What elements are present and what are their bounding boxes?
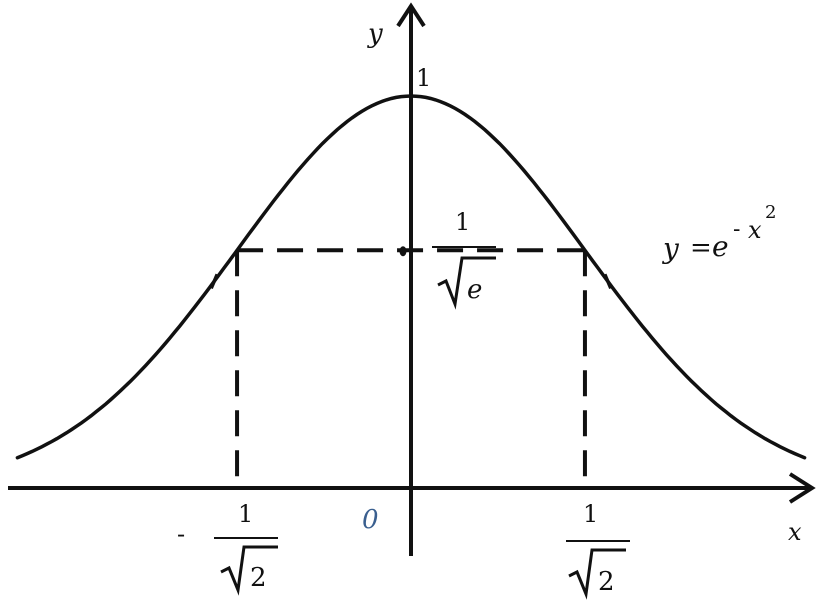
x-axis-label: x bbox=[788, 518, 802, 546]
y-axis-arrowhead bbox=[396, 2, 426, 28]
mid-value-radical bbox=[437, 256, 496, 310]
eq-minus: - bbox=[733, 217, 740, 242]
pos-x-tick-radical bbox=[568, 548, 626, 600]
eq-x: x bbox=[748, 216, 762, 244]
x-axis-arrowhead bbox=[788, 472, 816, 504]
mid-value-label: 1 e bbox=[432, 208, 496, 310]
mid-value-numerator: 1 bbox=[455, 208, 470, 236]
neg-x-tick-minus: - bbox=[177, 520, 185, 548]
inflection-tick-right bbox=[603, 273, 613, 289]
y-axis-label: y bbox=[367, 19, 383, 49]
pos-x-tick-numerator: 1 bbox=[583, 500, 598, 528]
eq-power: 2 bbox=[765, 202, 776, 223]
curve-equation-label: y = e - x 2 bbox=[661, 202, 776, 265]
inflection-tick-left bbox=[209, 273, 219, 289]
neg-x-tick-numerator: 1 bbox=[238, 500, 253, 528]
eq-y: y bbox=[661, 232, 680, 265]
pos-x-tick-radicand: 2 bbox=[598, 567, 615, 597]
neg-x-tick-radical bbox=[220, 545, 278, 596]
mid-value-radicand: e bbox=[467, 275, 482, 305]
eq-base-e: e bbox=[712, 230, 729, 263]
y-intercept-label: 1 bbox=[416, 64, 431, 92]
neg-x-tick-label: - 1 2 bbox=[177, 500, 278, 596]
origin-label: 0 bbox=[362, 505, 379, 535]
point-1-over-sqrt-e bbox=[399, 246, 407, 257]
eq-equals: = bbox=[690, 233, 712, 263]
series-line-gaussian bbox=[15, 94, 807, 460]
neg-x-tick-radicand: 2 bbox=[250, 563, 267, 593]
pos-x-tick-label: 1 2 bbox=[566, 500, 630, 600]
